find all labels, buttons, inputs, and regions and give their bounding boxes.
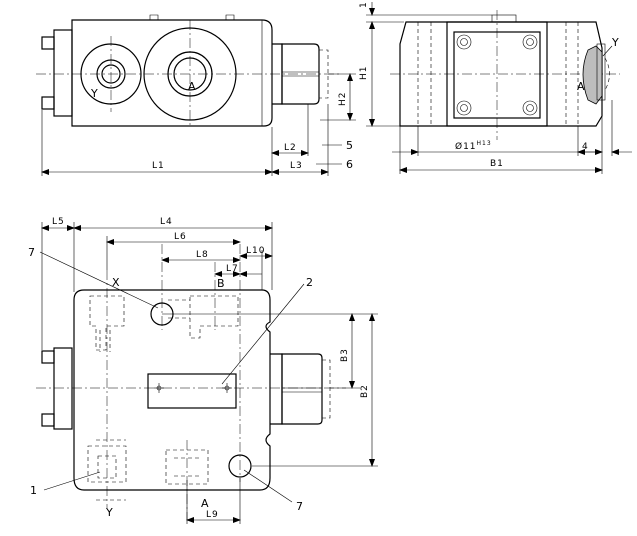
side-view: A Y H1 1 Ø11H13 4 B1 [359, 1, 632, 174]
dim-h1: H1 [359, 66, 369, 81]
dim-l6: L6 [174, 232, 187, 242]
front-label-y: Y [90, 87, 98, 100]
dim-l2: L2 [284, 143, 297, 153]
dim-h2: H2 [338, 92, 348, 107]
dim-l5: L5 [52, 217, 65, 227]
callout-1: 1 [30, 484, 37, 497]
side-label-y: Y [611, 36, 619, 49]
callout-7-top: 7 [28, 246, 35, 259]
side-label-a: A [577, 80, 585, 93]
top-label-a: A [201, 497, 209, 510]
front-label-a: A [188, 80, 196, 93]
callout-5: 5 [346, 139, 353, 152]
dim-l3: L3 [290, 161, 303, 171]
dim-l1: L1 [152, 161, 165, 171]
callout-2: 2 [306, 276, 313, 289]
dim-4: 4 [582, 142, 589, 152]
dim-bore: Ø11H13 [455, 140, 492, 152]
dim-l8: L8 [196, 250, 209, 260]
top-view: X B A Y L5 L4 L6 L10 L8 L7 L9 [28, 217, 378, 524]
top-label-x: X [112, 276, 120, 289]
front-view: Y A H2 L2 L3 L1 5 6 [36, 14, 356, 176]
dim-b1: B1 [490, 159, 504, 169]
dim-b3: B3 [340, 348, 350, 362]
top-label-b: B [217, 277, 225, 290]
dim-l9: L9 [206, 510, 219, 520]
screw-icons [456, 34, 538, 116]
dim-1: 1 [359, 1, 369, 8]
dim-b2: B2 [360, 384, 370, 398]
callout-7-bottom: 7 [296, 500, 303, 513]
dim-bore-tolerance: H13 [477, 140, 492, 147]
dim-l7: L7 [226, 264, 239, 274]
dim-bore-value: Ø11 [455, 141, 477, 152]
top-label-y: Y [105, 506, 113, 519]
dim-l10: L10 [246, 246, 265, 256]
dim-l4: L4 [160, 217, 173, 227]
callout-6: 6 [346, 158, 353, 171]
